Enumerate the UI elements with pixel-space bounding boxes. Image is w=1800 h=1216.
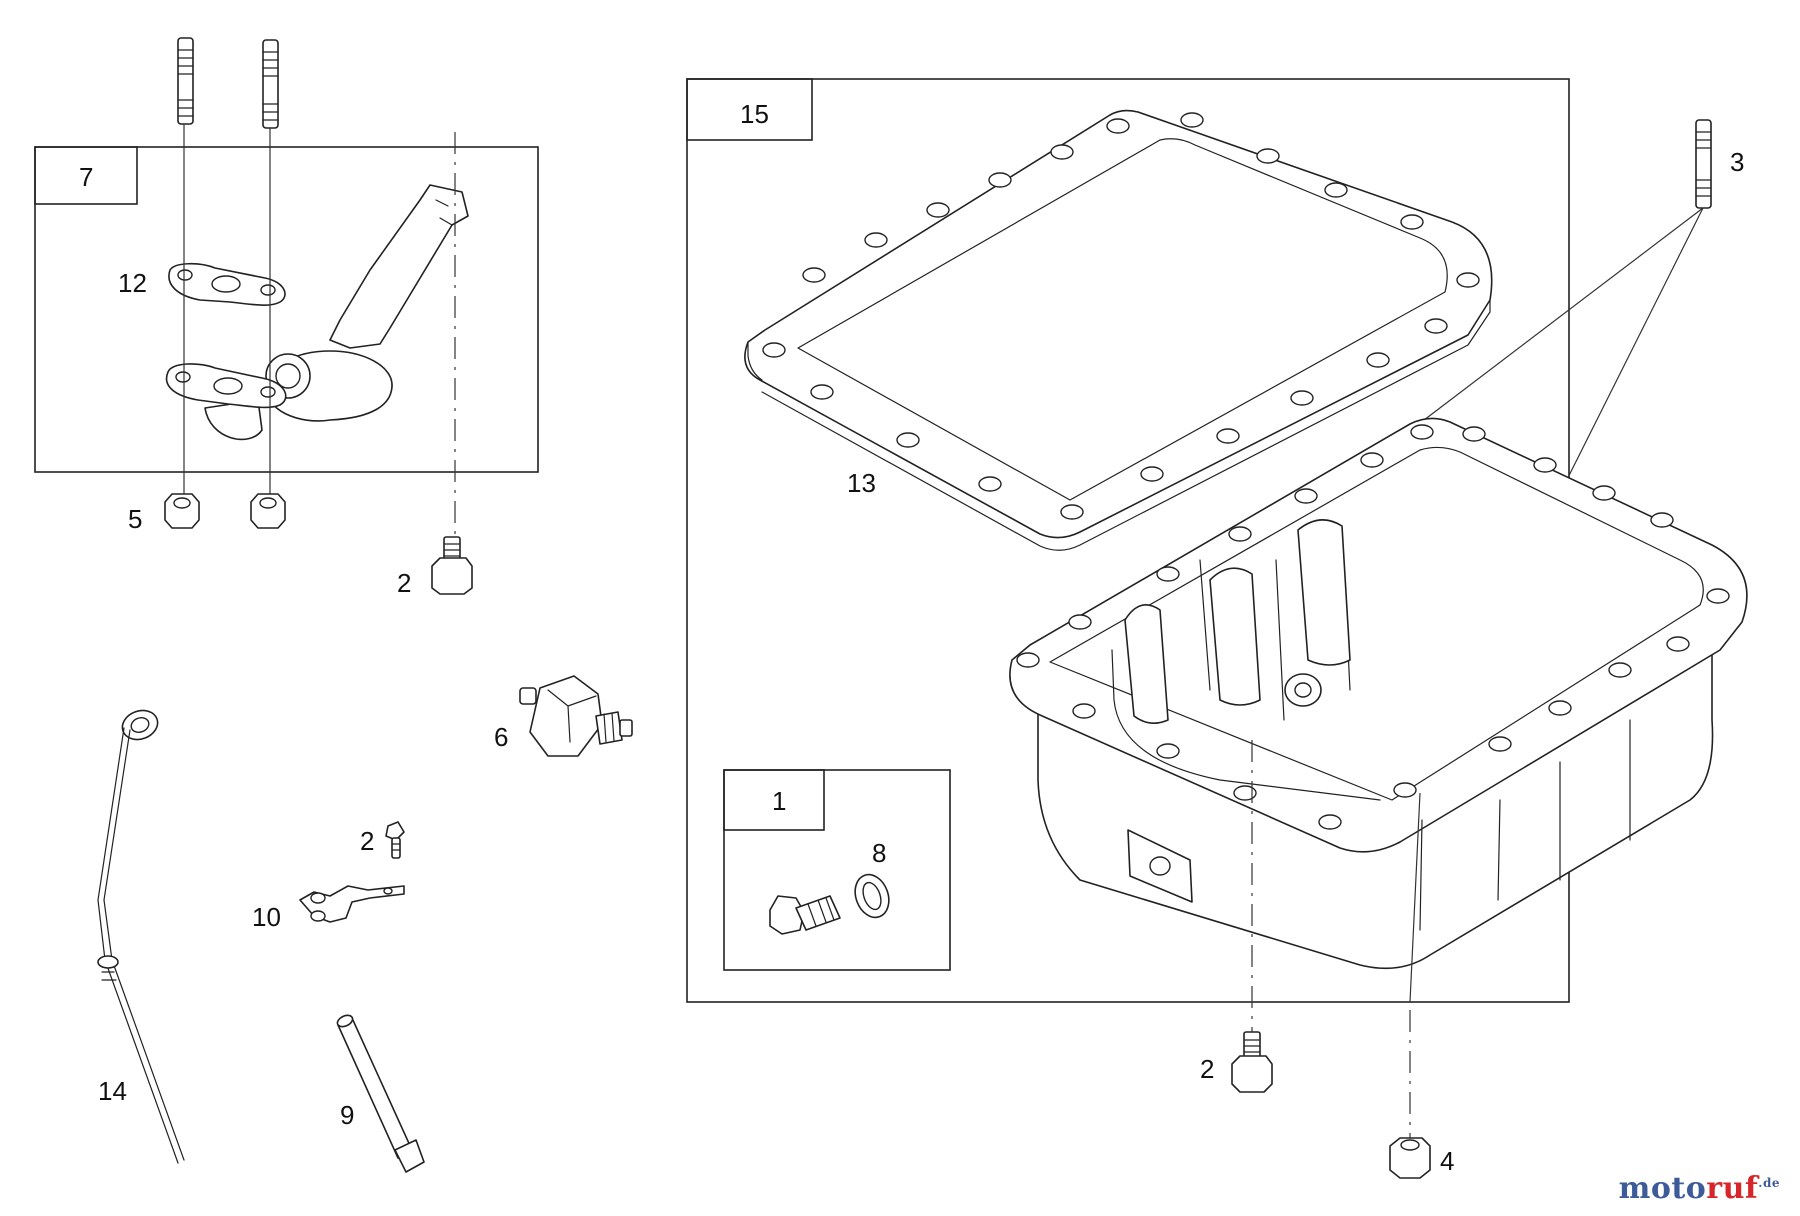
flange-bolt-2-bottom xyxy=(1231,1031,1273,1093)
callout-8: 8 xyxy=(872,838,886,868)
callout-13: 13 xyxy=(847,468,876,498)
nut-5-right xyxy=(250,493,286,529)
callout-4: 4 xyxy=(1440,1146,1454,1176)
bracket-10 xyxy=(299,885,405,923)
oil-pan xyxy=(1009,417,1748,970)
callout-2-small: 2 xyxy=(360,826,374,856)
leader-nut-4 xyxy=(1409,792,1421,1003)
stud-left xyxy=(177,37,194,125)
small-bolt-2 xyxy=(385,821,405,859)
oil-pan-gasket-13 xyxy=(744,109,1493,551)
tube-9 xyxy=(336,1014,425,1173)
group-box-7 xyxy=(34,146,539,473)
stud-right xyxy=(262,39,279,129)
callout-14: 14 xyxy=(98,1076,127,1106)
leader-stud-3-a xyxy=(1377,207,1704,456)
callout-1: 1 xyxy=(772,786,786,816)
callout-10: 10 xyxy=(252,902,281,932)
oil-pressure-switch-6 xyxy=(519,675,633,757)
drain-washer-8 xyxy=(854,873,890,919)
callout-5: 5 xyxy=(128,504,142,534)
callout-3: 3 xyxy=(1730,147,1744,177)
callout-15: 15 xyxy=(740,99,769,129)
drain-plug xyxy=(769,895,841,935)
group-box-1 xyxy=(723,769,951,971)
gasket-12 xyxy=(168,262,286,306)
flange-bolt-2-top xyxy=(431,536,473,595)
callout-7: 7 xyxy=(79,162,93,192)
nut-4 xyxy=(1389,1137,1431,1179)
nut-5-left xyxy=(164,493,200,529)
callout-12: 12 xyxy=(118,268,147,298)
watermark-logo: motoruf.de xyxy=(1618,1171,1780,1206)
callout-2-top: 2 xyxy=(397,568,411,598)
stud-3 xyxy=(1695,119,1712,209)
dipstick-14 xyxy=(97,709,185,1164)
callout-6: 6 xyxy=(494,722,508,752)
callout-2-bottom: 2 xyxy=(1200,1054,1214,1084)
callout-9: 9 xyxy=(340,1100,354,1130)
flange-plate xyxy=(165,363,287,409)
